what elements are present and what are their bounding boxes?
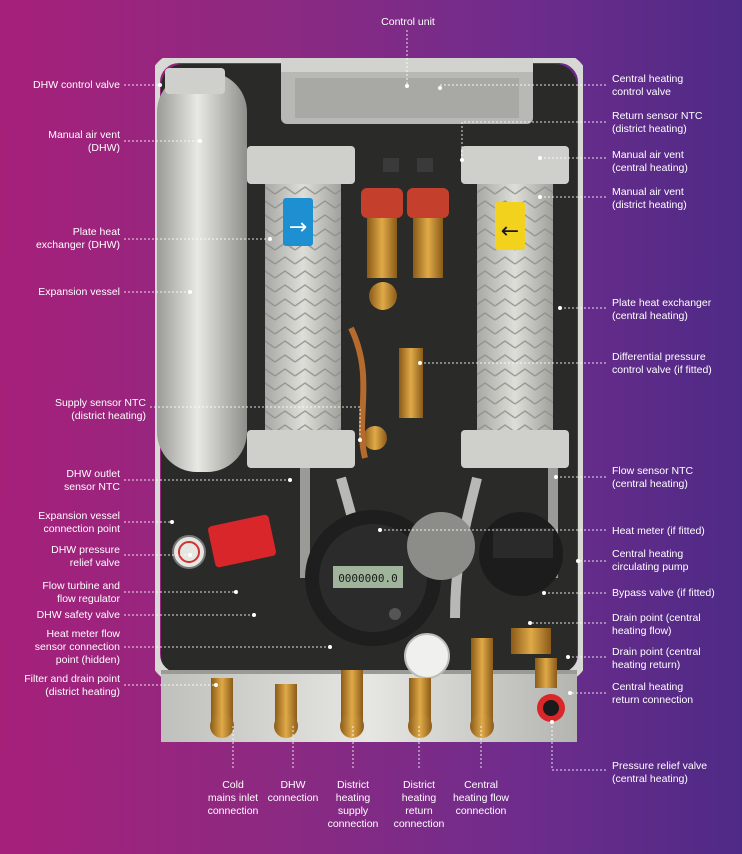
label-heat-meter: Heat meter (if fitted) (612, 525, 705, 537)
label-dhw-control-valve: DHW control valve (33, 79, 120, 91)
label-diff-pressure-valve: Differential pressure control valve (if … (612, 351, 712, 376)
label-flow-sensor-ntc: Flow sensor NTC (central heating) (612, 465, 694, 490)
plate-heat-exchanger-dhw: → (247, 146, 355, 468)
label-heat-meter-flow-sensor: Heat meter flow sensor connection point … (34, 628, 120, 666)
central-valves (348, 158, 449, 459)
heat-interface-unit-illustration: → ← 0000000.0 (155, 58, 583, 742)
label-dhw-connection: DHW connection (267, 779, 319, 804)
ch-tag (495, 202, 525, 250)
label-ch-return-conn: Central heating return connection (612, 681, 694, 706)
label-ch-circulating-pump: Central heating circulating pump (612, 548, 689, 573)
label-ch-flow-conn: Central heating flow connection (452, 779, 510, 817)
svg-text:→: → (289, 215, 307, 240)
label-ch-control-valve: Central heating control valve (612, 73, 684, 98)
bypass-valve (407, 512, 475, 580)
svg-text:←: ← (501, 219, 519, 244)
label-dhw-pressure-relief: DHW pressure relief valve (51, 544, 120, 569)
label-manual-air-vent-dh: Manual air vent (district heating) (612, 186, 687, 211)
plate-heat-exchanger-ch: ← (461, 146, 569, 468)
label-dhw-safety-valve: DHW safety valve (36, 609, 120, 621)
label-dhw-outlet-sensor: DHW outlet sensor NTC (63, 468, 120, 493)
bottom-connections (210, 628, 557, 738)
red-actuator (208, 514, 276, 568)
label-control-unit: Control unit (381, 16, 435, 28)
heat-meter: 0000000.0 (305, 510, 441, 646)
label-plate-hx-ch: Plate heat exchanger (central heating) (612, 297, 712, 322)
label-flow-turbine: Flow turbine and flow regulator (42, 580, 120, 605)
label-drain-point-ch-flow: Drain point (central heating flow) (612, 612, 701, 637)
label-manual-air-vent-ch: Manual air vent (central heating) (612, 149, 688, 174)
dhw-tag (283, 198, 313, 246)
expansion-vessel (157, 72, 247, 472)
pressure-gauge (172, 535, 206, 569)
label-cold-mains-inlet: Cold mains inlet connection (207, 779, 259, 817)
label-drain-point-ch-return: Drain point (central heating return) (612, 646, 701, 671)
circulating-pump (479, 512, 563, 596)
label-dh-supply-conn: District heating supply connection (327, 779, 379, 830)
label-manual-air-vent-dhw: Manual air vent (DHW) (48, 129, 120, 154)
label-dh-return-conn: District heating return connection (393, 779, 445, 830)
label-plate-hx-dhw: Plate heat exchanger (DHW) (35, 226, 120, 251)
label-supply-sensor-ntc: Supply sensor NTC (district heating) (54, 397, 146, 422)
label-return-sensor-ntc: Return sensor NTC (district heating) (612, 110, 703, 135)
label-pressure-relief-ch: Pressure relief valve (central heating) (612, 760, 708, 785)
label-filter-drain-point: Filter and drain point (district heating… (24, 673, 120, 698)
label-expansion-vessel-conn: Expansion vessel connection point (38, 510, 120, 535)
meter-reading: 0000000.0 (338, 572, 398, 585)
label-bypass-valve: Bypass valve (if fitted) (612, 587, 715, 599)
label-expansion-vessel: Expansion vessel (38, 286, 120, 298)
